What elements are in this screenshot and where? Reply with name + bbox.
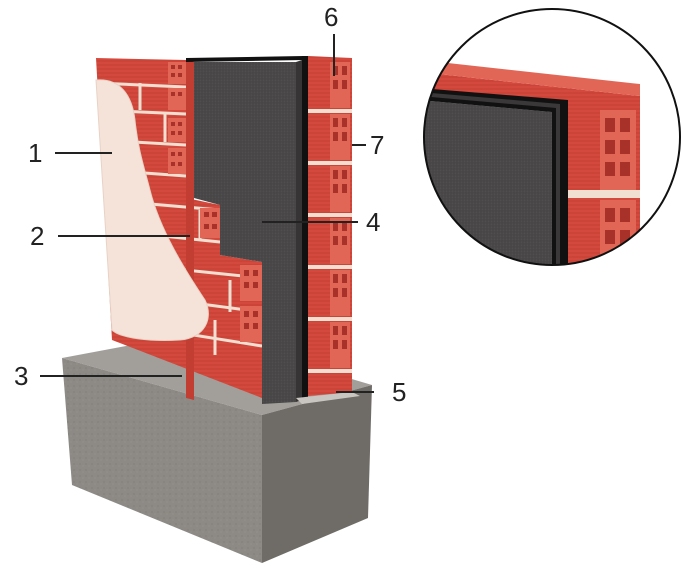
detail-membrane: [424, 88, 568, 265]
foundation-right-face: [262, 385, 372, 563]
brick-ends: [168, 62, 262, 342]
callout-5: 5: [392, 377, 406, 407]
callout-4: 4: [366, 207, 380, 237]
callout-labels: 1 2 3 4 5 6 7: [14, 2, 406, 407]
leader-lines: [40, 34, 374, 393]
outer-wall-mortar: [308, 109, 352, 373]
inner-wall-edge: [186, 60, 194, 400]
interior-plaster: [95, 79, 209, 341]
insulation-edge: [296, 60, 302, 402]
outer-wall-cells: [330, 62, 350, 368]
callout-3: 3: [14, 361, 28, 391]
callout-6: 6: [324, 2, 338, 32]
base-strip: [296, 392, 360, 404]
foundation-left-face: [62, 358, 262, 563]
detail-magnifier: [423, 8, 681, 266]
outer-brick-wall: [308, 56, 352, 396]
callout-2: 2: [30, 221, 44, 251]
callout-1: 1: [28, 138, 42, 168]
insulation-front: [194, 62, 296, 404]
insulation-board: [194, 60, 302, 404]
detail-insulation: [424, 100, 552, 265]
membrane-layer: [186, 56, 308, 402]
callout-7: 7: [370, 130, 384, 160]
